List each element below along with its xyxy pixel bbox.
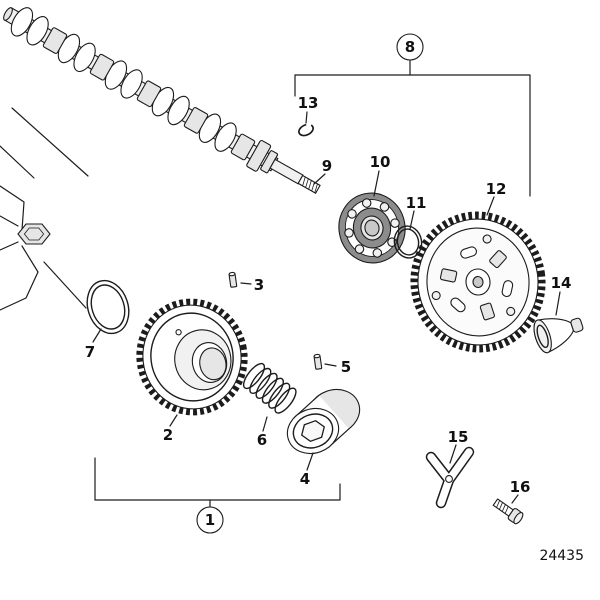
callout-12-label: 12 xyxy=(486,180,507,198)
callout-9-leader xyxy=(313,173,326,185)
ball-bearing xyxy=(338,192,406,264)
callout-7-label: 7 xyxy=(85,343,95,361)
pin-small xyxy=(313,353,323,370)
engine-block-fragment xyxy=(0,107,89,311)
group-8-bracket xyxy=(294,74,531,197)
callout-7-leader xyxy=(92,328,102,343)
leader-lines xyxy=(92,111,561,504)
callout-2-leader xyxy=(169,414,178,427)
group-1-bracket xyxy=(94,457,341,501)
callout-11-leader xyxy=(409,210,415,230)
callout-8-circle xyxy=(396,33,424,61)
counterweight-roller xyxy=(450,297,466,313)
counterweight-roller xyxy=(460,246,477,259)
callout-1-label: 1 xyxy=(205,511,215,529)
callout-15-leader xyxy=(449,444,457,464)
counterweight-plate xyxy=(479,302,495,321)
callout-3-label: 3 xyxy=(254,276,264,294)
screw xyxy=(492,498,524,525)
o-ring xyxy=(86,279,130,335)
cap xyxy=(533,317,584,354)
callout-10-label: 10 xyxy=(370,153,391,171)
hex-socket xyxy=(300,419,326,443)
callout-16-leader xyxy=(511,494,519,504)
callout-3-leader xyxy=(240,282,252,285)
camshaft xyxy=(3,7,321,194)
callout-6-label: 6 xyxy=(257,431,267,449)
gear-with-counterweights xyxy=(410,211,546,353)
callout-4-leader xyxy=(306,452,314,471)
spring xyxy=(242,362,297,414)
counterweight-plate xyxy=(439,268,458,283)
callout-9-label: 9 xyxy=(322,157,332,175)
sealing-ring xyxy=(393,225,423,259)
drawing-number: 24435 xyxy=(539,548,584,564)
callout-2-label: 2 xyxy=(163,426,173,444)
counterweight-plate xyxy=(489,250,507,269)
callout-15-label: 15 xyxy=(448,428,469,446)
callout-16-label: 16 xyxy=(510,478,531,496)
lock-ring xyxy=(298,123,314,137)
callout-1-circle xyxy=(196,506,224,534)
fork-tool xyxy=(425,446,475,509)
callout-5-leader xyxy=(324,363,337,367)
callout-12-leader xyxy=(486,196,495,216)
callout-5-label: 5 xyxy=(341,358,351,376)
idler-gear xyxy=(136,298,248,416)
callout-11-label: 11 xyxy=(406,194,427,212)
callout-8-label: 8 xyxy=(405,38,415,56)
bearing-bushing xyxy=(286,388,361,455)
counterweight-roller xyxy=(501,280,514,298)
callout-13-label: 13 xyxy=(298,94,319,112)
callout-13-leader xyxy=(305,111,308,124)
callout-6-leader xyxy=(262,416,268,432)
callout-4-label: 4 xyxy=(300,470,310,488)
callout-14-label: 14 xyxy=(551,274,572,292)
pin-small xyxy=(228,271,238,288)
camshaft-threaded-end xyxy=(269,158,321,194)
callout-14-leader xyxy=(555,291,561,316)
callout-10-leader xyxy=(373,170,380,197)
